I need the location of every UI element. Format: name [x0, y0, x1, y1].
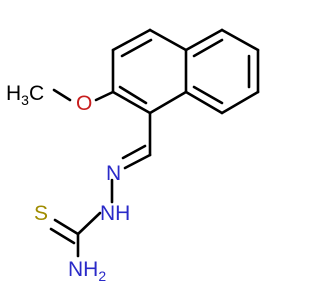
methyl-label-h: H [6, 82, 21, 105]
bonds [49, 28, 260, 258]
bond [111, 90, 152, 115]
oxygen-label: O [76, 92, 92, 115]
bond [192, 38, 224, 58]
bond [76, 211, 102, 236]
bond [49, 227, 76, 245]
bond [220, 28, 260, 52]
bond [120, 38, 153, 58]
imine-nitrogen-label: N [106, 162, 121, 185]
bond [118, 85, 148, 105]
bond [53, 218, 80, 236]
bond [111, 28, 152, 52]
bond [184, 28, 224, 52]
methyl-label-subscript: 3 [21, 92, 29, 108]
bond [52, 88, 72, 102]
methyl-label-c: C [29, 82, 44, 105]
amine-label: NH2 [68, 258, 106, 284]
atom-labels: H3C O N NH S NH2 [6, 82, 130, 284]
bond [123, 153, 152, 170]
bond [148, 28, 188, 52]
chemical-structure: H3C O N NH S NH2 [6, 28, 260, 284]
bond [94, 90, 115, 102]
methyl-label: H3C [6, 82, 44, 108]
bond [220, 90, 260, 115]
hydrazine-nh-label: NH [100, 202, 130, 225]
bond [121, 144, 147, 160]
bond [148, 90, 188, 115]
amine-label-subscript: 2 [98, 268, 106, 284]
bond [192, 85, 224, 105]
sulfur-label: S [34, 202, 48, 225]
bond [184, 90, 224, 115]
amine-label-nh: NH [68, 258, 98, 281]
